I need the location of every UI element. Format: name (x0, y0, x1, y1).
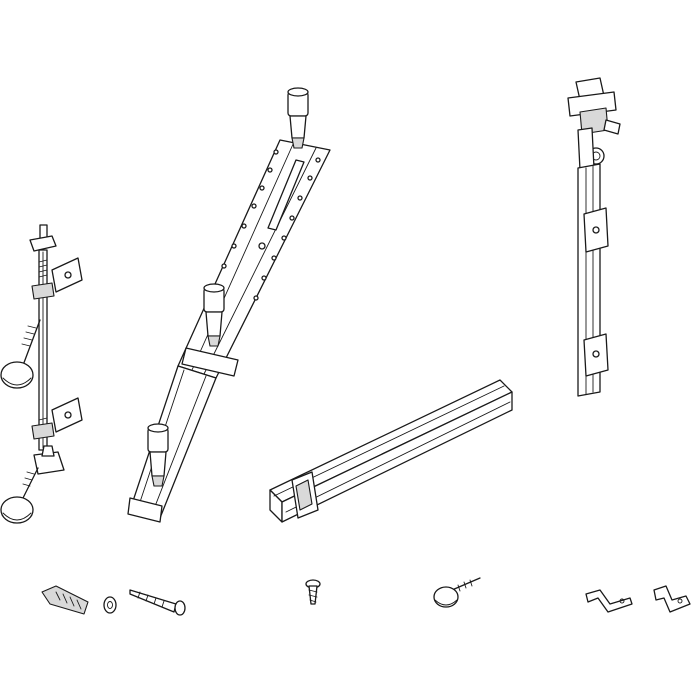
long-screw (129, 589, 186, 616)
mounting-clip-a (585, 589, 633, 613)
horizontal-channel-rail (269, 379, 513, 523)
short-screw (305, 579, 321, 605)
washer (103, 596, 117, 614)
threaded-knob (433, 577, 481, 608)
vertical-mounting-rail (567, 77, 621, 397)
adjustable-bracket-assembly (0, 224, 83, 524)
long-rail-with-adjustable-feet (127, 87, 331, 523)
mounting-clip-b (653, 585, 691, 613)
wall-plug (41, 585, 89, 615)
